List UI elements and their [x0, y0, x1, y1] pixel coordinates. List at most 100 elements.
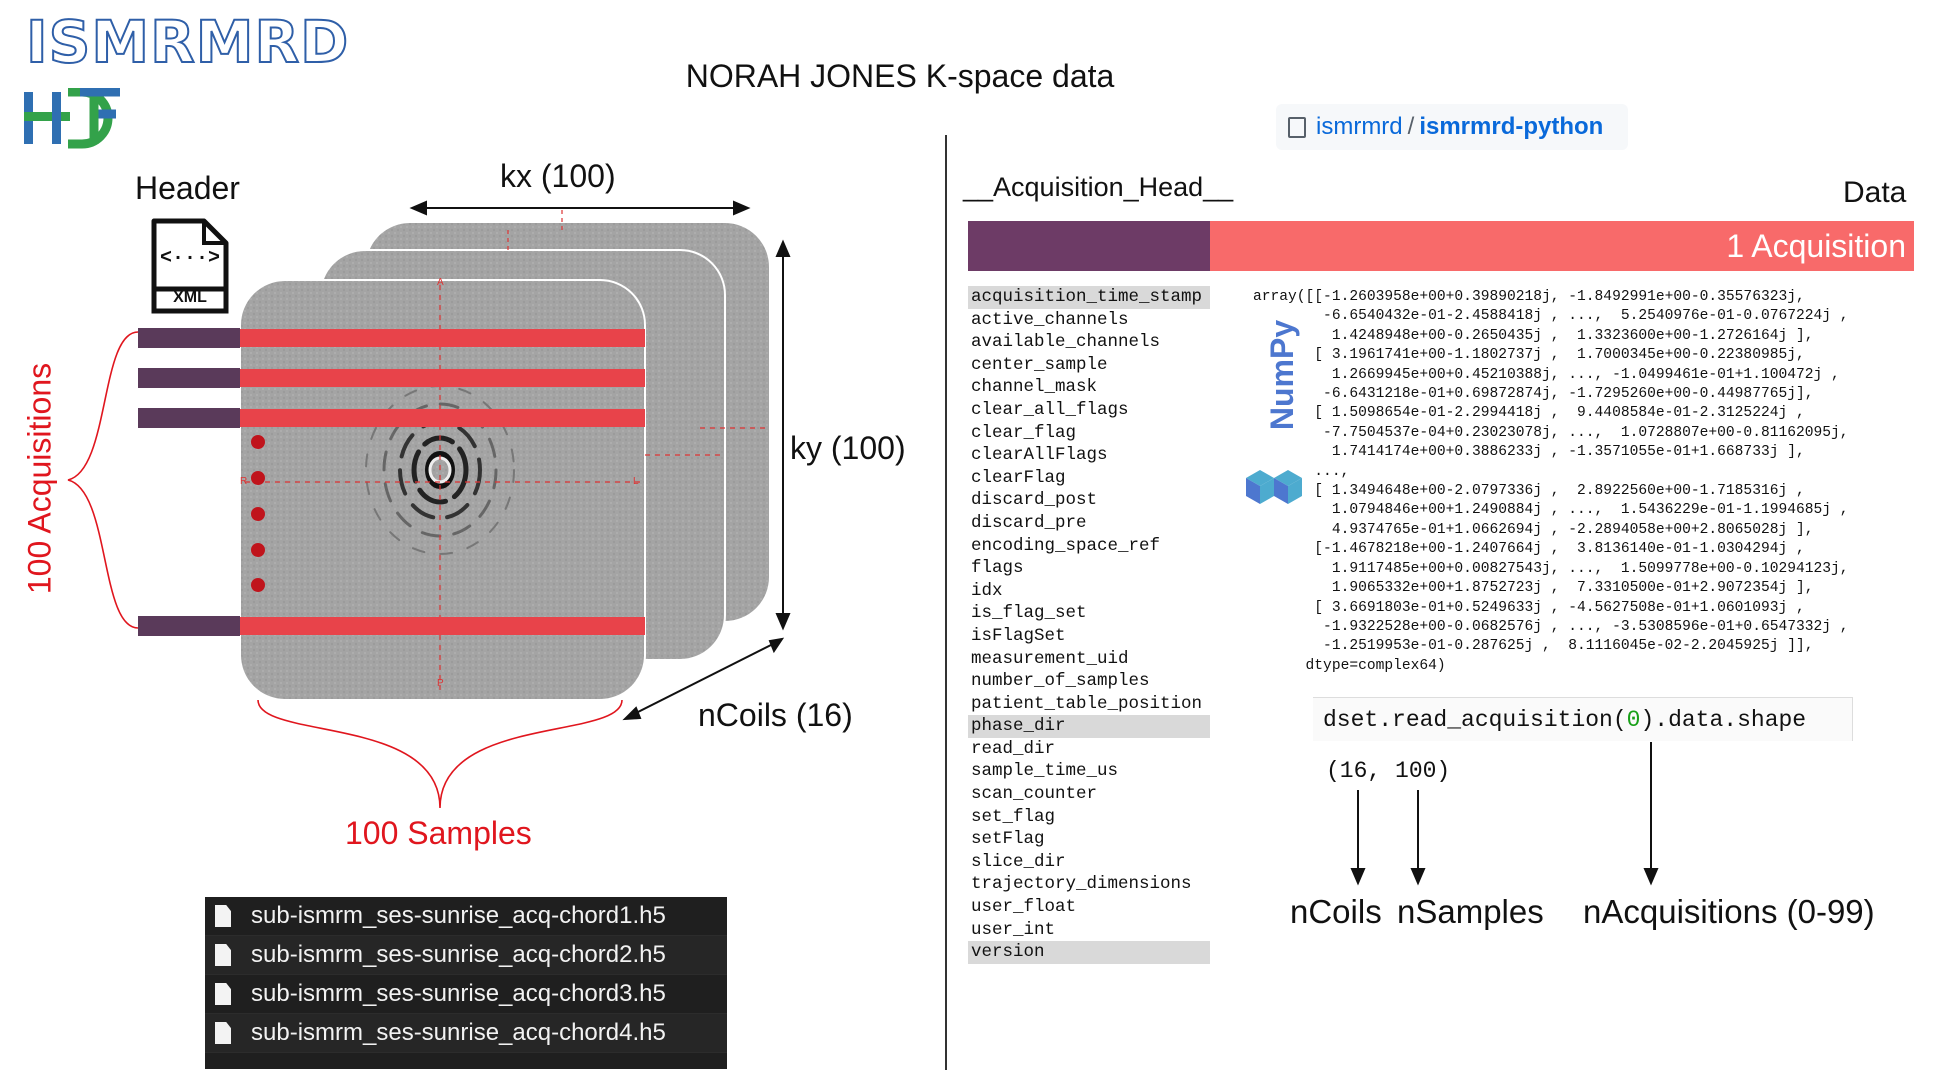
code-cell[interactable]: dset.read_acquisition(0).data.shape — [1313, 697, 1853, 741]
array-line: [ 1.3494648e+00-2.0797336j , 2.8922560e+… — [1253, 483, 1805, 500]
attribute-item: active_channels — [971, 309, 1129, 330]
file-icon — [215, 905, 231, 927]
array-line: 1.9065332e+00+1.8752723j , 7.3310500e-01… — [1253, 580, 1814, 597]
file-name: sub-ismrm_ses-sunrise_acq-chord4.h5 — [251, 1019, 666, 1046]
attribute-item: available_channels — [971, 332, 1161, 353]
repo-icon — [1288, 116, 1306, 138]
attribute-item: discard_pre — [971, 512, 1087, 533]
data-title: Data — [1843, 176, 1907, 209]
file-icon — [215, 944, 231, 966]
array-line: 4.9374765e-01+1.0662694j , -2.2894058e+0… — [1253, 521, 1814, 538]
acquisition-head-title: __Acquisition_Head__ — [963, 172, 1234, 202]
orientation-anterior: A — [437, 277, 444, 288]
attribute-item: flags — [971, 558, 1024, 579]
repo-link[interactable]: ismrmrd / ismrmrd-python — [1276, 104, 1628, 150]
array-line: [ 3.1961741e+00-1.1802737j , 1.7000345e+… — [1253, 347, 1805, 364]
file-item[interactable]: sub-ismrm_ses-sunrise_acq-chord1.h5 — [205, 897, 727, 936]
xml-icon-glyph: <···> — [160, 247, 221, 270]
file-icon — [215, 983, 231, 1005]
attribute-item: clear_flag — [971, 422, 1077, 443]
orientation-right: R — [240, 476, 248, 487]
kspace-diagram — [67, 200, 791, 809]
attribute-item: phase_dir — [968, 715, 1210, 738]
array-line: [ 1.5098654e-01-2.2994418j , 9.4408584e-… — [1253, 405, 1805, 422]
attribute-item: patient_table_position — [971, 693, 1203, 714]
code-arg: 0 — [1626, 707, 1641, 733]
repo-owner[interactable]: ismrmrd — [1316, 113, 1403, 140]
ky-label: ky (100) — [790, 430, 906, 466]
array-line: -7.7504537e-04+0.23023078j, ..., 1.07288… — [1253, 424, 1849, 441]
array-line: 1.2669945e+00+0.45210388j, ..., -1.04994… — [1253, 366, 1840, 383]
numpy-logo — [1246, 470, 1302, 504]
array-line: array([[-1.2603958e+00+0.39890218j, -1.8… — [1253, 289, 1805, 305]
ncoils-label: nCoils (16) — [698, 697, 853, 733]
attribute-item: read_dir — [971, 738, 1056, 759]
file-item[interactable]: sub-ismrm_ses-sunrise_acq-chord2.h5 — [205, 936, 727, 975]
file-icon — [215, 1022, 231, 1044]
acquisition-header-stripes — [138, 328, 240, 636]
array-line: -6.6540432e-01-2.4588418j , ..., 5.25409… — [1253, 308, 1849, 325]
array-line: 1.7414174e+00+0.3886233j , -1.3571055e-0… — [1253, 444, 1805, 461]
hdf-logo — [24, 88, 120, 149]
xml-icon-text: XML — [173, 289, 207, 306]
acquisition-stripes — [240, 329, 645, 635]
ky-arrow — [775, 239, 791, 631]
repo-separator: / — [1407, 113, 1415, 140]
acquisition-data-bar: 1 Acquisition — [1210, 221, 1914, 271]
ncoils-arrow — [622, 637, 785, 721]
array-line: [ 3.6691803e-01+0.5249633j , -4.5627508e… — [1253, 599, 1805, 616]
acquisitions-label: 100 Acquisitions — [21, 362, 58, 595]
attribute-item: user_int — [971, 919, 1056, 940]
code-suffix: ).data.shape — [1640, 707, 1807, 733]
attribute-item: channel_mask — [971, 377, 1098, 398]
kx-label: kx (100) — [500, 158, 616, 194]
attribute-item: discard_post — [971, 490, 1098, 511]
file-item[interactable]: sub-ismrm_ses-sunrise_acq-chord3.h5 — [205, 975, 727, 1014]
repo-name[interactable]: ismrmrd-python — [1419, 113, 1604, 140]
ellipsis-dots — [251, 435, 265, 592]
attribute-item: is_flag_set — [971, 603, 1087, 624]
header-label: Header — [135, 170, 240, 206]
section-divider — [945, 135, 947, 1070]
samples-label: 100 Samples — [345, 815, 532, 851]
file-name: sub-ismrm_ses-sunrise_acq-chord3.h5 — [251, 980, 666, 1007]
attribute-item: isFlagSet — [971, 625, 1066, 646]
array-line: -1.2519953e-01-0.287625j , 8.1116045e-02… — [1253, 638, 1814, 655]
attribute-item: idx — [971, 580, 1003, 601]
attribute-item: sample_time_us — [971, 761, 1119, 782]
acquisition-bar-label: 1 Acquisition — [1726, 227, 1906, 264]
attribute-item: acquisition_time_stamp — [968, 286, 1210, 309]
attribute-item: setFlag — [971, 829, 1045, 850]
file-name: sub-ismrm_ses-sunrise_acq-chord1.h5 — [251, 902, 666, 929]
array-output: array([[-1.2603958e+00+0.39890218j, -1.8… — [1253, 288, 1849, 676]
attribute-item: user_float — [971, 897, 1077, 918]
shape-output: (16, 100) — [1326, 758, 1451, 784]
code-prefix: dset.read_acquisition( — [1323, 707, 1627, 733]
file-name: sub-ismrm_ses-sunrise_acq-chord2.h5 — [251, 941, 666, 968]
kx-arrow — [409, 200, 751, 216]
nsamples-dim-label: nSamples — [1397, 893, 1544, 930]
attribute-item: clearFlag — [971, 467, 1066, 488]
acquisition-head-bar — [968, 221, 1210, 271]
attribute-item: trajectory_dimensions — [971, 874, 1192, 895]
ncoils-dim-label: nCoils — [1290, 893, 1382, 930]
file-list: sub-ismrm_ses-sunrise_acq-chord1.h5 sub-… — [205, 897, 727, 1069]
attribute-item: version — [968, 941, 1210, 964]
attribute-item: number_of_samples — [971, 671, 1150, 692]
attribute-item: slice_dir — [971, 851, 1066, 872]
array-line: [-1.4678218e+00-1.2407664j , 3.8136140e-… — [1253, 541, 1805, 558]
orientation-left: L — [633, 476, 639, 487]
attribute-item: clear_all_flags — [971, 399, 1129, 420]
nacquisitions-dim-label: nAcquisitions (0-99) — [1583, 893, 1875, 930]
array-line: -6.6431218e-01+0.69872874j, -1.7295260e+… — [1253, 386, 1814, 403]
shape-arrows — [1350, 742, 1659, 886]
array-line: dtype=complex64) — [1253, 657, 1446, 674]
array-line: ..., — [1253, 463, 1350, 480]
acquisitions-brace — [67, 331, 139, 629]
attribute-item: set_flag — [971, 806, 1056, 827]
attribute-item: scan_counter — [971, 784, 1098, 805]
array-line: -1.9322528e+00-0.0682576j , ..., -3.5308… — [1253, 618, 1849, 635]
ismrmrd-logo: ISMRMRD — [25, 7, 350, 77]
file-item[interactable]: sub-ismrm_ses-sunrise_acq-chord4.h5 — [205, 1014, 727, 1053]
